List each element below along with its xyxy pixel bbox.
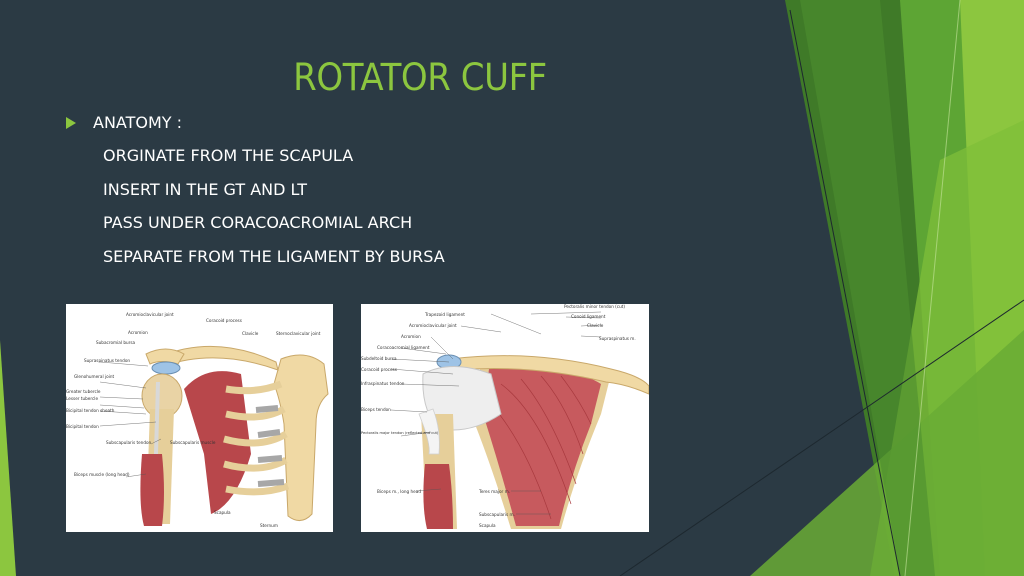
label-bicipital-tendon: Bicipital tendon: [66, 424, 99, 429]
label-teres-major: Teres major m.: [478, 489, 510, 494]
label-acromioclavicular-joint: Acromioclavicular joint: [126, 312, 174, 317]
triangle-bullet-icon: [66, 117, 76, 129]
green-facet-left: [0, 340, 16, 576]
list-item: INSERT IN THE GT AND LT: [103, 180, 445, 214]
biceps-muscle-shape: [423, 464, 453, 529]
label-clavicle: Clavicle: [242, 331, 259, 336]
label-biceps-tendon: Biceps tendon: [361, 407, 391, 412]
label-supraspinatus-m: Supraspinatus m.: [599, 336, 636, 341]
label-glenohumeral-joint: Glenohumeral joint: [74, 374, 114, 379]
label-acromion: Acromion: [401, 334, 421, 339]
label-biceps-long-head: Biceps m., long head: [377, 489, 421, 494]
bullet-anatomy: ANATOMY :: [66, 113, 182, 132]
shoulder-anatomy-illustration-front: Acromioclavicular joint Acromion Coracoi…: [66, 304, 333, 532]
label-sternoclavicular-joint: Sternoclavicular joint: [276, 331, 321, 336]
label-subscapularis-tendon: Subscapularis tendon: [106, 440, 152, 445]
label-biceps-long-head: Biceps muscle (long head): [74, 472, 130, 477]
list-item: PASS UNDER CORACOACROMIAL ARCH: [103, 213, 445, 247]
label-scapula: Scapula: [214, 510, 231, 515]
list-item: SEPARATE FROM THE LIGAMENT BY BURSA: [103, 247, 445, 281]
bicipital-tendon: [156, 382, 158, 454]
label-subacromial-bursa: Subacromial bursa: [96, 340, 136, 345]
subacromial-bursa-shape: [152, 362, 180, 374]
label-conoid-ligament: Conoid ligament: [571, 314, 606, 319]
label-coracoacromial-ligament: Coracoacromial ligament: [377, 345, 430, 350]
label-subscapularis-m: Subscapularis m.: [479, 512, 515, 517]
slide-title: ROTATOR CUFF: [34, 56, 807, 99]
label-subscapularis-muscle: Subscapularis muscle: [170, 440, 216, 445]
label-greater-tubercle: Greater tubercle: [66, 389, 101, 394]
label-clavicle: Clavicle: [587, 323, 604, 328]
label-subdeltoid-bursa: Subdeltoid bursa: [361, 356, 397, 361]
label-pectoralis-minor-tendon: Pectoralis minor tendon (cut): [564, 304, 625, 309]
label-scapula: Scapula: [479, 523, 496, 528]
label-trapezoid-ligament: Trapezoid ligament: [424, 312, 465, 317]
anatomy-sub-list: ORGINATE FROM THE SCAPULA INSERT IN THE …: [103, 146, 445, 280]
bullet-anatomy-label: ANATOMY :: [93, 113, 182, 132]
biceps-muscle-shape: [140, 454, 164, 526]
label-infraspinatus-tendon: Infraspinatus tendon: [361, 381, 405, 386]
label-lesser-tubercle: Lesser tubercle: [66, 396, 98, 401]
list-item: ORGINATE FROM THE SCAPULA: [103, 146, 445, 180]
label-pectoralis-major-tendon: Pectoralis major tendon (reflected and c…: [361, 431, 439, 435]
label-supraspinatus-tendon: Supraspinatus tendon: [84, 358, 130, 363]
label-acromioclavicular-joint: Acromioclavicular joint: [409, 323, 457, 328]
label-coracoid-process: Coracoid process: [361, 367, 397, 372]
label-coracoid-process: Coracoid process: [206, 318, 242, 323]
shoulder-anatomy-illustration-anterior: Pectoralis minor tendon (cut) Trapezoid …: [361, 304, 649, 532]
label-acromion: Acromion: [128, 330, 148, 335]
label-sternum: Sternum: [260, 523, 278, 528]
label-bicipital-tendon-sheath: Bicipital tendon sheath: [66, 408, 115, 413]
